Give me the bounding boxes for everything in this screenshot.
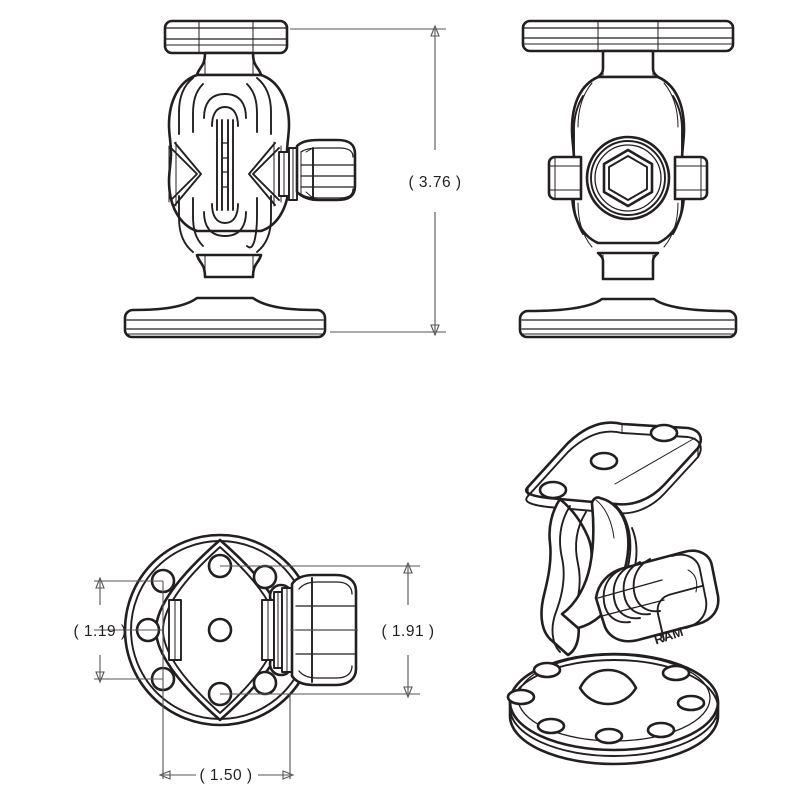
iso-top-plate [525, 421, 702, 515]
side-hex-socket [585, 135, 671, 221]
front-bottom-neck [195, 253, 263, 279]
side-left-pin [547, 155, 583, 201]
dimension-width-overall: ( 1.91 ) [381, 561, 434, 699]
side-base-plate [518, 297, 738, 339]
top-view-extension-lines [94, 565, 420, 779]
front-adjust-knob [278, 138, 357, 202]
side-right-pin [673, 155, 709, 201]
isometric-view: RAM [506, 421, 720, 766]
dimension-hole-spacing-x: ( 1.50 ) [158, 767, 295, 784]
front-top-plate [163, 19, 289, 55]
dimension-height-overall-label: ( 3.76 ) [408, 174, 461, 191]
top-view: ( 1.19 ) ( 1.91 ) ( 1.50 ) [73, 533, 434, 784]
dimension-hole-spacing-y: ( 1.19 ) [73, 576, 126, 684]
side-top-plate [521, 19, 735, 53]
top-arm-footprint [168, 599, 275, 661]
front-left-facet [168, 141, 202, 207]
dimension-width-overall-label: ( 1.91 ) [381, 623, 434, 640]
dimension-height-overall: ( 3.76 ) [290, 24, 461, 337]
side-view [518, 19, 738, 339]
side-top-neck [596, 49, 660, 79]
front-top-neck [195, 51, 263, 77]
iso-knob: RAM [594, 549, 720, 647]
front-arm-body [167, 73, 291, 253]
front-arm-slot [216, 119, 234, 211]
side-bottom-neck [596, 251, 660, 281]
front-view [123, 19, 357, 339]
front-base-plate [123, 296, 327, 339]
dimension-hole-spacing-x-label: ( 1.50 ) [199, 767, 252, 784]
iso-base-plate [506, 652, 720, 766]
dimension-hole-spacing-y-label: ( 1.19 ) [73, 623, 126, 640]
